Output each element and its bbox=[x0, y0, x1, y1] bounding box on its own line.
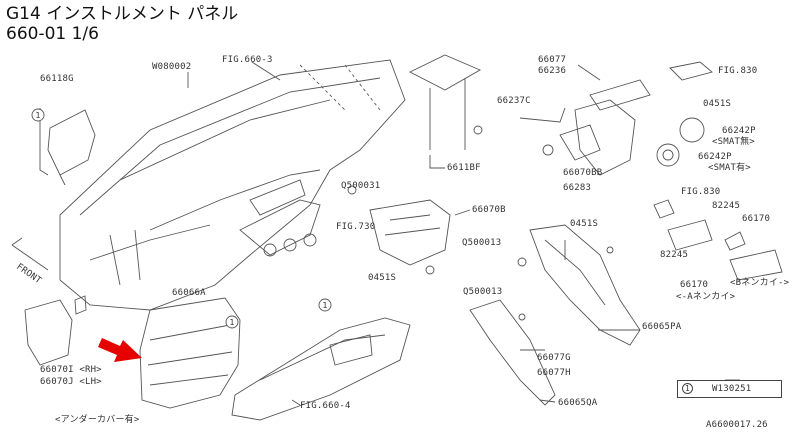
glove-box bbox=[231, 317, 411, 421]
callout-66242P-a: 66242P bbox=[722, 126, 756, 136]
callout-66070B: 66070B bbox=[472, 205, 506, 215]
callout-66070I-rh: 66070I <RH> bbox=[40, 365, 102, 375]
callout-fig-830-top: FIG.830 bbox=[718, 66, 758, 76]
callout-fig-730: FIG.730 bbox=[336, 222, 376, 232]
instrument-panel bbox=[59, 59, 406, 311]
callout-66118G: 66118G bbox=[40, 74, 74, 84]
svg-text:1: 1 bbox=[36, 111, 41, 120]
legend-code: W130251 bbox=[712, 384, 752, 394]
callout-66066A: 66066A bbox=[172, 288, 206, 298]
callout-0451S-low: 0451S bbox=[368, 273, 397, 283]
diagram-title: G14 インストルメント パネル bbox=[6, 4, 239, 24]
red-indicator-arrow bbox=[98, 338, 142, 362]
callout-66065QA: 66065QA bbox=[558, 398, 598, 408]
callout-66077G: 66077G bbox=[537, 353, 571, 363]
diagram-subtitle: 660-01 1/6 bbox=[6, 24, 99, 44]
callout-66242P-b: 66242P bbox=[698, 152, 732, 162]
note-ref-1 bbox=[31, 108, 45, 122]
callout-a-year: <-Aネンカイ> bbox=[676, 292, 736, 302]
note-ref-1 bbox=[318, 298, 332, 312]
callout-smat-with: <SMAT有> bbox=[708, 163, 751, 173]
callout-Q500013-low: Q500013 bbox=[463, 287, 503, 297]
callout-fig-830-mid: FIG.830 bbox=[681, 187, 721, 197]
under-cover bbox=[139, 297, 241, 409]
callout-66170-low: 66170 bbox=[680, 280, 709, 290]
note-ref-1 bbox=[225, 315, 239, 329]
callout-fig-660-4: FIG.660-4 bbox=[300, 401, 351, 411]
svg-text:1: 1 bbox=[323, 301, 328, 310]
callout-66065PA: 66065PA bbox=[642, 322, 682, 332]
callout-0451S-top: 0451S bbox=[703, 99, 732, 109]
callout-66170-top: 66170 bbox=[742, 214, 771, 224]
callout-82245-low: 82245 bbox=[660, 250, 689, 260]
callout-0451S-mid: 0451S bbox=[570, 219, 599, 229]
callout-W080002: W080002 bbox=[152, 62, 192, 72]
callout-under-cover: <アンダーカバー有> bbox=[55, 415, 140, 425]
callout-66237C: 66237C bbox=[497, 96, 531, 106]
callout-82245-top: 82245 bbox=[712, 201, 741, 211]
callout-66077H: 66077H bbox=[537, 368, 571, 378]
callout-66283: 66283 bbox=[563, 183, 592, 193]
legend-number: 1 bbox=[682, 383, 693, 394]
legend-box bbox=[677, 380, 782, 398]
callout-Q500031: Q500031 bbox=[341, 181, 381, 191]
callout-66070J-lh: 66070J <LH> bbox=[40, 377, 102, 387]
callout-Q500013-mid: Q500013 bbox=[462, 238, 502, 248]
callout-b-year: <Bネンカイ-> bbox=[730, 278, 790, 288]
callout-smat-without: <SMAT無> bbox=[712, 137, 755, 147]
callout-fig-660-3: FIG.660-3 bbox=[222, 55, 273, 65]
callout-66236: 66236 bbox=[538, 66, 567, 76]
svg-text:1: 1 bbox=[230, 318, 235, 327]
callout-66070BB: 66070BB bbox=[563, 168, 603, 178]
callout-66077: 66077 bbox=[538, 55, 567, 65]
drawing-number: A6600017.26 bbox=[706, 420, 768, 430]
callout-6611BF: 6611BF bbox=[447, 163, 481, 173]
